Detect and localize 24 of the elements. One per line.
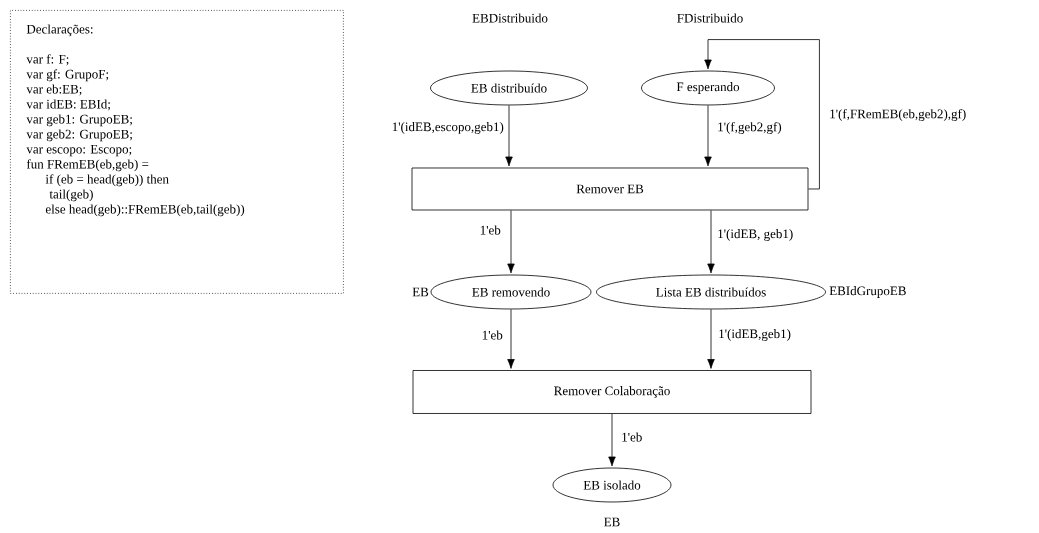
edge-label: 1'(idEB,escopo,geb1)	[392, 122, 504, 134]
edge-label: 1'eb	[482, 330, 503, 340]
type-label: EB	[412, 287, 429, 297]
type-label: EBDistribuido	[472, 13, 548, 23]
edge-label: 1'(f,FRemEB(eb,geb2),gf)	[830, 109, 966, 121]
declarations-box: Declarações: var f: F; var gf: GrupoF; var eb:EB; var idEB: EBId; var geb1: GrupoEB; var geb2: GrupoEB; var escopo: Escopo; fun FRemEB(eb,geb) = if (eb = head(geb)) then tail(geb) else head(geb)::FRemEB(eb,tail(geb))	[10, 10, 344, 294]
type-label: EBIdGrupoEB	[829, 286, 906, 298]
arrow	[704, 105, 712, 167]
edge-label: 1'eb	[480, 225, 501, 235]
edge-label: 1'(idEB,geb1)	[719, 329, 791, 341]
arrow	[507, 210, 515, 274]
type-label: EB	[604, 517, 620, 527]
type-label: FDistribuido	[677, 13, 743, 23]
arrow	[704, 39, 820, 190]
arrow	[507, 309, 515, 369]
arrow	[707, 309, 715, 369]
edge-label: 1'eb	[622, 432, 642, 442]
arrow	[505, 105, 513, 167]
arrow	[707, 210, 715, 274]
edge-label: 1'(f,geb2,gf)	[718, 122, 782, 134]
edge-label: 1'(idEB, geb1)	[718, 229, 793, 241]
transition-box: Remover EB	[411, 167, 809, 211]
arrow	[608, 413, 616, 467]
transition-box: Remover Colaboração	[412, 370, 812, 414]
